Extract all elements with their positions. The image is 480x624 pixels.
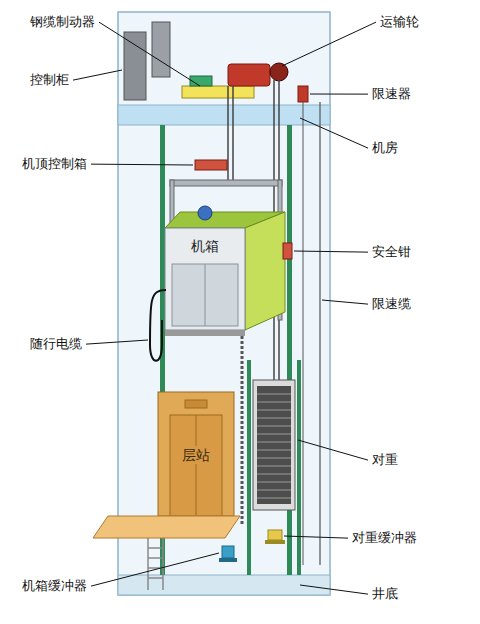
governor-rope — [303, 102, 304, 565]
callout-label: 机顶控制箱 — [22, 156, 87, 172]
leader-line — [86, 340, 148, 344]
traction-sheave — [270, 63, 288, 81]
guide-rail — [247, 360, 251, 575]
guide-rail — [297, 360, 301, 575]
landing-door: 层站 — [158, 440, 234, 470]
leader-line — [298, 440, 368, 460]
leader-line — [73, 70, 122, 80]
car-door-split — [205, 264, 206, 326]
callout-label: 控制柜 — [30, 72, 69, 88]
travelling-cable — [150, 290, 166, 361]
leader-line — [300, 118, 368, 148]
car-top-box — [195, 160, 227, 170]
car-side — [245, 212, 285, 330]
machine-base — [182, 86, 254, 98]
landing-indicator — [185, 400, 207, 408]
car-door — [172, 264, 238, 326]
counterweight-buffer — [268, 530, 282, 540]
leader-line — [284, 536, 348, 538]
callout-label: 机箱缓冲器 — [22, 578, 87, 594]
counterweight-buffer-base — [265, 540, 285, 544]
car-buffer-base — [219, 558, 237, 562]
control-cabinet — [152, 22, 170, 77]
node-label: 机箱 — [188, 237, 222, 256]
brake — [190, 76, 212, 86]
node-label: 层站 — [179, 446, 213, 465]
landing-door — [170, 415, 222, 516]
callout-label: 井底 — [372, 586, 398, 602]
car-crosshead — [170, 180, 282, 186]
motor-drum — [228, 64, 270, 86]
landing-sill — [93, 516, 240, 538]
control-cabinet — [124, 32, 146, 100]
callout-label: 限速器 — [372, 86, 411, 102]
governor — [298, 86, 308, 102]
elevator-car: 机箱 — [165, 228, 245, 264]
callout-label: 运输轮 — [380, 14, 419, 30]
pit-ladder — [148, 538, 163, 590]
machine-room-floor — [118, 105, 330, 125]
car-bottom — [165, 330, 245, 336]
leader-line — [282, 22, 376, 66]
callout-label: 安全钳 — [372, 244, 411, 260]
leader-line — [91, 164, 193, 166]
safety-gear — [283, 243, 292, 259]
hoist-rope — [232, 86, 234, 180]
leader-line — [322, 300, 368, 304]
landing-door-frame — [158, 392, 234, 516]
pit-floor — [118, 575, 330, 595]
leader-line — [99, 22, 200, 86]
car-front — [165, 228, 245, 330]
counterweight-frame — [253, 380, 295, 510]
callout-label: 限速缆 — [372, 296, 411, 312]
callout-label: 钢缆制动器 — [30, 14, 95, 30]
callout-label: 随行电缆 — [30, 336, 82, 352]
leader-line — [294, 251, 368, 252]
leader-line — [310, 94, 368, 95]
callout-label: 机房 — [372, 140, 398, 156]
counterweight-plates — [257, 394, 291, 498]
callout-label: 对重缓冲器 — [352, 530, 417, 546]
leader-line — [91, 553, 219, 586]
car-pulley — [198, 206, 212, 220]
callout-label: 对重 — [372, 452, 398, 468]
car-buffer — [222, 546, 234, 558]
leader-line — [300, 585, 368, 594]
governor-rope — [319, 102, 320, 565]
landing-door-split — [196, 415, 197, 516]
compensation-chain — [241, 336, 244, 525]
counterweight — [257, 386, 291, 504]
shaft-outline — [118, 12, 330, 595]
